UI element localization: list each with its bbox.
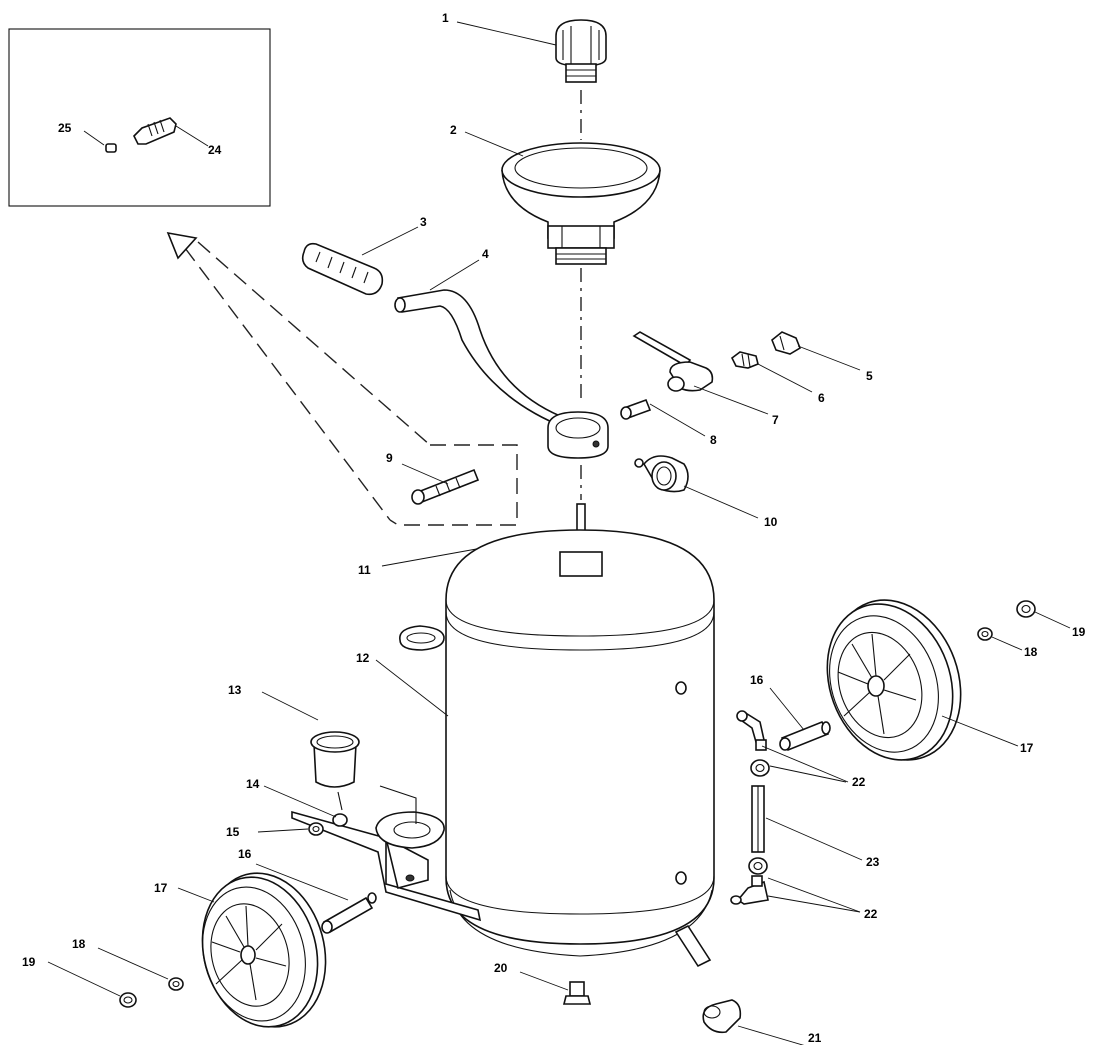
callout-6: 6 <box>818 391 825 405</box>
callout-8: 8 <box>710 433 717 447</box>
callout-19-left: 19 <box>22 955 36 969</box>
callout-18-right: 18 <box>1024 645 1038 659</box>
callout-23: 23 <box>866 855 880 869</box>
part-16-axle-left <box>321 892 377 934</box>
part-12-tank <box>399 529 715 968</box>
part-7-valve <box>632 331 714 392</box>
callout-1: 1 <box>442 11 449 25</box>
part-20-drain-plug <box>562 981 592 1005</box>
callout-7: 7 <box>772 413 779 427</box>
part-18-nut-left <box>168 977 184 991</box>
part-9-bolt <box>411 468 480 505</box>
part-1-cap <box>555 19 607 83</box>
callout-25: 25 <box>58 121 72 135</box>
part-19-washer-right <box>1016 600 1036 618</box>
detail-pointer-arrow <box>166 231 518 526</box>
callout-15: 15 <box>226 825 240 839</box>
callout-4: 4 <box>482 247 489 261</box>
part-8-bolt <box>620 398 652 420</box>
part-19-washer-left <box>119 992 137 1008</box>
callout-16-right: 16 <box>750 673 764 687</box>
part-16-axle-right <box>779 720 831 752</box>
callout-16-left: 16 <box>238 847 252 861</box>
part-23-tube <box>751 785 765 853</box>
callout-2: 2 <box>450 123 457 137</box>
part-10-gauge <box>634 455 689 493</box>
part-24-fitting <box>133 117 177 145</box>
callout-24: 24 <box>208 143 222 157</box>
callout-14: 14 <box>246 777 260 791</box>
callout-10: 10 <box>764 515 778 529</box>
callout-22-upper: 22 <box>852 775 866 789</box>
part-2-funnel <box>501 142 661 265</box>
part-5-fitting <box>771 331 801 355</box>
part-6-fitting <box>730 351 759 369</box>
part-18-nut-right <box>977 627 993 641</box>
callout-20: 20 <box>494 961 508 975</box>
callout-17-right: 17 <box>1020 741 1034 755</box>
callout-21: 21 <box>808 1031 822 1045</box>
inset-detail-box <box>8 28 271 207</box>
part-22-upper-elbow <box>736 710 767 751</box>
part-15-washer <box>308 822 324 836</box>
part-17-wheel-left <box>201 872 327 1028</box>
callout-12: 12 <box>356 651 370 665</box>
part-22-upper-nut <box>750 759 770 777</box>
callout-22-lower: 22 <box>864 907 878 921</box>
callout-3: 3 <box>420 215 427 229</box>
callout-17-left: 17 <box>154 881 168 895</box>
part-22-lower-nut <box>748 857 768 875</box>
callout-18-left: 18 <box>72 937 86 951</box>
part-21-elbow <box>702 999 742 1034</box>
callout-5: 5 <box>866 369 873 383</box>
callout-13: 13 <box>228 683 242 697</box>
part-25-nut <box>105 143 117 153</box>
part-22-lower-fitting <box>730 875 769 905</box>
callout-19-right: 19 <box>1072 625 1086 639</box>
part-3-grip <box>301 242 384 296</box>
callout-11: 11 <box>358 563 371 577</box>
part-14-nut <box>332 813 348 827</box>
callout-9: 9 <box>386 451 393 465</box>
part-13-cup <box>310 731 360 811</box>
part-17-wheel-right <box>826 599 962 761</box>
part-4-handle <box>394 289 609 459</box>
